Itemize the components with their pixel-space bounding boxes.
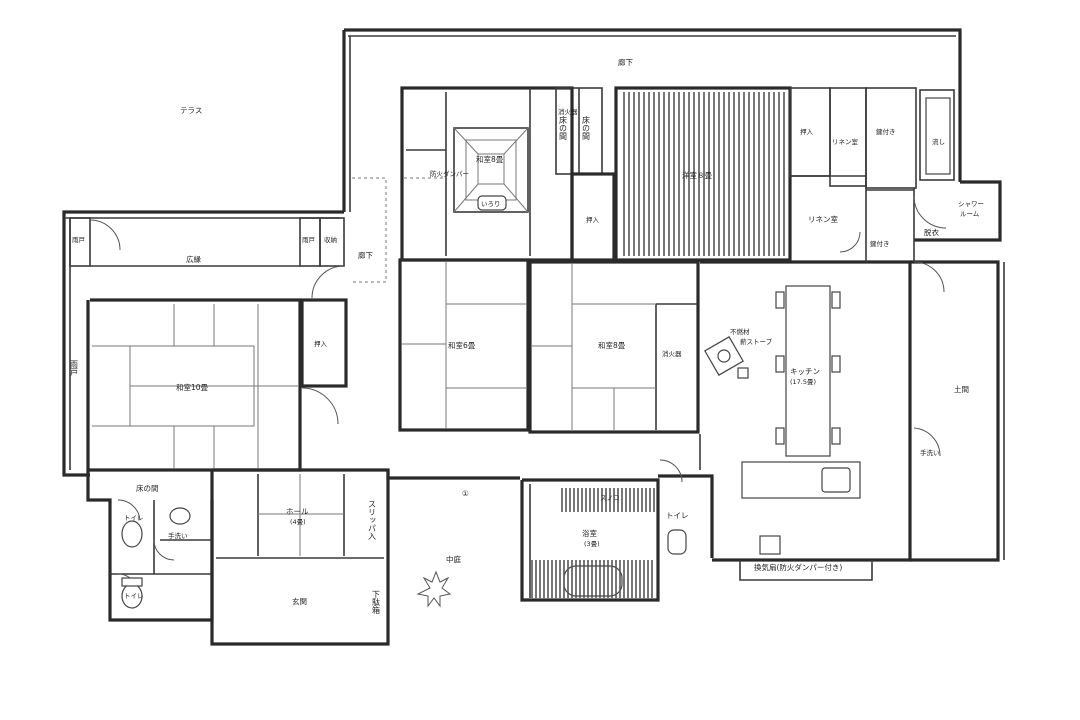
label-tokonoma-1: 床の間 <box>559 115 568 141</box>
label-lock-2: 鍵付き <box>870 239 890 248</box>
label-corridor-mid: 廊下 <box>358 250 373 260</box>
label-oshiire-mid: 押入 <box>800 127 814 136</box>
label-kitchen: キッチン <box>790 367 820 376</box>
label-tearai: 手洗い <box>168 531 188 540</box>
label-youshitsu-8: 洋室８畳 <box>682 170 712 180</box>
kitchen-fixtures <box>704 97 951 555</box>
bathroom-fixtures <box>121 507 687 609</box>
label-linen-1: リネン室 <box>832 137 859 146</box>
label-tokonoma-bottom: 床の間 <box>136 483 159 493</box>
label-nakaniwa: 中庭 <box>446 554 461 564</box>
sunoko-slats <box>531 488 655 598</box>
label-amado-left-2: 雨戸 <box>72 236 86 244</box>
label-bathroom-size: (3畳) <box>584 540 600 548</box>
label-oshiire-top: 押入 <box>586 215 600 224</box>
label-washitsu-8-top: 和室8畳 <box>476 154 504 164</box>
label-shower-room: ルーム <box>960 210 980 218</box>
label-closet-left: 収納 <box>324 235 337 244</box>
label-wood-stove: 薪ストーブ <box>740 337 773 346</box>
label-stove-base: 不燃材 <box>730 327 750 336</box>
label-kitchen-size: (17.5畳) <box>790 378 816 386</box>
youshitsu-floor-hatch <box>623 92 785 256</box>
label-extinguisher-mid: 消火器 <box>662 349 682 358</box>
label-linen-2: リネン室 <box>808 214 838 224</box>
label-geta: 下駄箱 <box>372 590 381 615</box>
label-hall-size: (4畳) <box>290 518 306 526</box>
irori-hearth <box>453 127 529 213</box>
label-tearai-doma: 手洗い <box>920 448 940 457</box>
label-washitsu-6: 和室6畳 <box>448 340 476 350</box>
label-shower: シャワー <box>958 200 984 208</box>
label-hall: ホール <box>286 507 309 516</box>
label-tokonoma-2: 床の間 <box>582 115 591 141</box>
label-doma: 土間 <box>954 384 969 394</box>
label-toilet-1: トイレ <box>124 514 144 522</box>
label-corridor-top: 廊下 <box>618 57 633 67</box>
room-labels: テラス 廊下 廊下 広縁 和室10畳 和室8畳 防火ダンパー いろり 和室6畳 … <box>70 57 985 615</box>
label-amado-right: 雨戸 <box>302 236 316 244</box>
label-genkan: 玄関 <box>292 596 307 606</box>
interior-walls <box>69 86 955 434</box>
label-washitsu-8-mid: 和室8畳 <box>598 340 626 350</box>
label-extinguisher-top: 消火器 <box>558 107 578 116</box>
courtyard-tree-icon <box>416 570 452 608</box>
outer-walls <box>62 28 1005 646</box>
label-amado-left-1: 雨戸 <box>70 360 79 377</box>
label-toilet-2: トイレ <box>124 592 144 600</box>
label-oshiire-left: 押入 <box>314 339 328 348</box>
label-irori: いろり <box>481 200 501 208</box>
door-swings <box>89 195 947 595</box>
label-bathroom: 浴室 <box>582 528 597 538</box>
tatami-mats <box>92 262 656 556</box>
label-terrace: テラス <box>180 106 202 115</box>
label-datsui: 脱衣 <box>924 227 939 237</box>
label-slipper: スリッパ入 <box>368 500 377 540</box>
label-sink: 流し <box>932 137 945 146</box>
dashed-lines <box>352 177 446 283</box>
label-fire-damper: 防火ダンパー <box>430 169 469 178</box>
label-engawa: 広縁 <box>186 254 201 264</box>
label-marker: ① <box>462 489 469 498</box>
label-sunoko: スノコ <box>600 494 620 502</box>
label-washitsu-10: 和室10畳 <box>176 382 209 392</box>
label-lock-1: 鍵付き <box>876 127 896 136</box>
label-toilet-bath: トイレ <box>666 511 689 520</box>
label-ventilation: 換気扇(防火ダンパー付き) <box>754 562 842 572</box>
